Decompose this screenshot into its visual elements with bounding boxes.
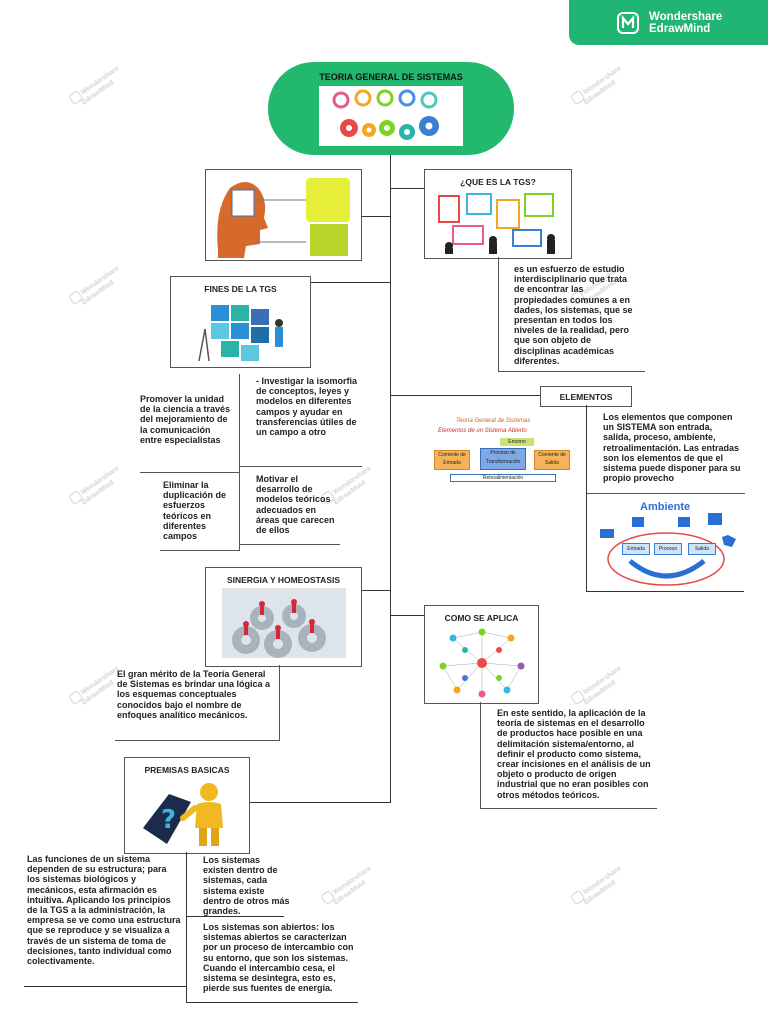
premisas-node[interactable]: PREMISAS BASICAS ? xyxy=(124,757,250,854)
que-es-text: es un esfuerzo de estudio interdisciplin… xyxy=(514,264,633,366)
watermark: Wondershare EdrawMind xyxy=(320,863,378,911)
branch-line xyxy=(309,282,390,283)
branch-line xyxy=(186,852,187,1002)
watermark: Wondershare EdrawMind xyxy=(68,63,126,111)
network-people-illustration xyxy=(438,193,555,254)
environment-node: Entorno xyxy=(500,438,534,446)
bracket xyxy=(160,466,240,551)
head-computer-illustration xyxy=(217,178,350,258)
bracket xyxy=(140,374,240,473)
sinergia-label: SINERGIA Y HOMEOSTASIS xyxy=(226,575,341,585)
svg-text:?: ? xyxy=(161,805,176,835)
bracket xyxy=(480,702,657,809)
input-node: Corriente de Entrada xyxy=(434,450,470,470)
fines-label: FINES DE LA TGS xyxy=(204,284,277,294)
proceso-node: Proceso xyxy=(654,543,682,555)
entrada-node: Entrada xyxy=(622,543,650,555)
question-figure-illustration: ? xyxy=(143,783,223,846)
watermark: Wondershare EdrawMind xyxy=(68,463,126,511)
fines-item-2: - Investigar la isomorfia de conceptos, … xyxy=(256,376,358,438)
premisas-item-3: Los sistemas son abiertos: los sistemas … xyxy=(203,922,354,994)
fines-item-3: Eliminar la duplicación de esfuerzos teó… xyxy=(163,480,227,542)
output-node: Corriente de Salida xyxy=(534,450,570,470)
open-system-diagram: Teoría General de Sistemas Elementos de … xyxy=(422,412,582,500)
branch-line xyxy=(390,395,540,396)
branch-line xyxy=(586,591,744,592)
open-system-subtitle: Elementos de un Sistema Abierto xyxy=(438,428,527,434)
root-title: TEORIA GENERAL DE SISTEMAS xyxy=(319,72,463,82)
bracket xyxy=(115,665,280,741)
watermark: Wondershare EdrawMind xyxy=(570,863,628,911)
branch-line xyxy=(360,216,390,217)
bracket xyxy=(498,257,645,372)
edrawmind-logo-icon xyxy=(617,11,639,34)
como-se-aplica-label: COMO SE APLICA xyxy=(444,613,519,623)
watermark: Wondershare EdrawMind xyxy=(68,263,126,311)
fines-item-1: Promover la unidad de la ciencia a travé… xyxy=(140,394,231,445)
como-se-aplica-text: En este sentido, la aplicación de la teo… xyxy=(497,708,651,800)
premisas-label: PREMISAS BASICAS xyxy=(144,765,230,775)
branch-line xyxy=(248,802,391,803)
branch-line xyxy=(24,986,186,987)
fines-item-4: Motivar el desarrollo de modelos teórico… xyxy=(256,474,335,536)
brand-name-line1: Wondershare xyxy=(649,10,723,23)
sinergia-text: El gran mérito de la Teoría General de S… xyxy=(117,669,271,720)
watermark: Wondershare EdrawMind xyxy=(570,63,628,111)
feedback-node: Retroalimentación xyxy=(450,474,556,482)
branch-line xyxy=(390,615,424,616)
gears-people-illustration xyxy=(222,588,346,658)
environment-cycle-diagram: Ambiente Entrada Proceso Salida xyxy=(596,499,736,589)
branch-line xyxy=(186,916,284,917)
root-node[interactable]: TEORIA GENERAL DE SISTEMAS xyxy=(268,62,514,155)
elementos-label: ELEMENTOS xyxy=(559,392,613,402)
salida-node: Salida xyxy=(688,543,716,555)
como-se-aplica-node[interactable]: COMO SE APLICA xyxy=(424,605,539,704)
que-es-node[interactable]: ¿QUE ES LA TGS? xyxy=(424,169,572,259)
main-trunk-line xyxy=(390,155,391,803)
brand-badge[interactable]: Wondershare EdrawMind xyxy=(569,0,768,45)
premisas-item-2: Los sistemas existen dentro de sistemas,… xyxy=(203,855,290,917)
elementos-text: Los elementos que componen un SISTEMA so… xyxy=(603,412,741,484)
sinergia-node[interactable]: SINERGIA Y HOMEOSTASIS xyxy=(205,567,362,667)
brand-name-line2: EdrawMind xyxy=(649,22,711,35)
head-illustration-box xyxy=(205,169,362,261)
branch-line xyxy=(360,590,390,591)
elementos-node[interactable]: ELEMENTOS xyxy=(540,386,632,407)
branch-line xyxy=(390,188,424,189)
open-system-title: Teoría General de Sistemas xyxy=(456,418,531,424)
puzzle-team-illustration xyxy=(198,305,283,362)
branch-line xyxy=(586,405,587,591)
people-gears-illustration xyxy=(319,86,463,146)
que-es-label: ¿QUE ES LA TGS? xyxy=(460,177,536,187)
premisas-item-1: Las funciones de un sistema dependen de … xyxy=(27,854,181,967)
branch-line xyxy=(186,1002,358,1003)
network-nodes-illustration xyxy=(439,628,525,698)
fines-node[interactable]: FINES DE LA TGS xyxy=(170,276,311,368)
ambiente-title: Ambiente xyxy=(640,501,691,513)
process-node: Proceso de Transformación xyxy=(480,448,526,470)
